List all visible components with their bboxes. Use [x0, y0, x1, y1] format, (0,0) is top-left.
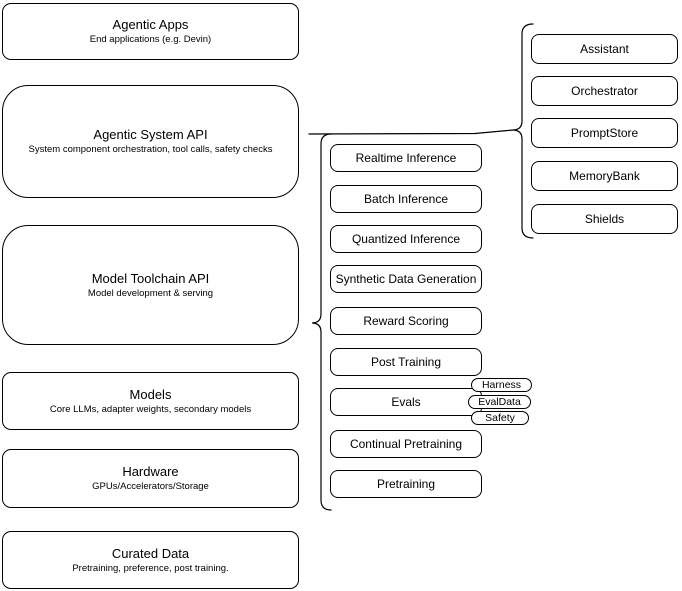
node-quantized-inference: Quantized Inference [330, 225, 482, 253]
node-promptstore: PromptStore [531, 118, 678, 148]
node-orchestrator: Orchestrator [531, 76, 678, 106]
node-subtitle: End applications (e.g. Devin) [89, 34, 212, 45]
node-title: Agentic System API [93, 127, 208, 142]
node-title: Curated Data [111, 545, 190, 561]
node-title: Hardware [122, 464, 179, 479]
node-batch-inference: Batch Inference [330, 185, 482, 213]
node-hardware: Hardware GPUs/Accelerators/Storage [2, 449, 299, 508]
node-synthetic-data-generation: Synthetic Data Generation [330, 265, 482, 293]
node-assistant: Assistant [531, 34, 678, 64]
node-title: Agentic Apps [112, 17, 189, 32]
node-subtitle: System component orchestration, tool cal… [28, 144, 273, 155]
node-subtitle: Pretraining, preference, post training. [72, 562, 229, 574]
node-subtitle: Model development & serving [87, 287, 214, 299]
node-title: Model Toolchain API [91, 270, 210, 286]
tag-evaldata: EvalData [468, 395, 531, 409]
node-post-training: Post Training [330, 348, 482, 376]
node-agentic-system-api: Agentic System API System component orch… [2, 85, 299, 198]
node-evals: Evals [330, 388, 482, 416]
node-models: Models Core LLMs, adapter weights, secon… [2, 372, 299, 430]
node-realtime-inference: Realtime Inference [330, 144, 482, 172]
node-continual-pretraining: Continual Pretraining [330, 430, 482, 458]
node-curated-data: Curated Data Pretraining, preference, po… [2, 531, 299, 589]
node-reward-scoring: Reward Scoring [330, 307, 482, 335]
node-model-toolchain-api: Model Toolchain API Model development & … [2, 225, 299, 345]
tag-safety: Safety [471, 411, 529, 425]
node-agentic-apps: Agentic Apps End applications (e.g. Devi… [2, 3, 299, 60]
system-api-to-brace-line [308, 129, 515, 135]
node-subtitle: GPUs/Accelerators/Storage [92, 481, 209, 492]
tag-harness: Harness [471, 378, 532, 392]
node-memorybank: MemoryBank [531, 161, 678, 191]
toolchain-group-brace [311, 133, 332, 511]
node-shields: Shields [531, 204, 678, 234]
node-subtitle: Core LLMs, adapter weights, secondary mo… [49, 403, 252, 415]
node-pretraining: Pretraining [330, 470, 482, 498]
node-title: Models [129, 386, 172, 402]
